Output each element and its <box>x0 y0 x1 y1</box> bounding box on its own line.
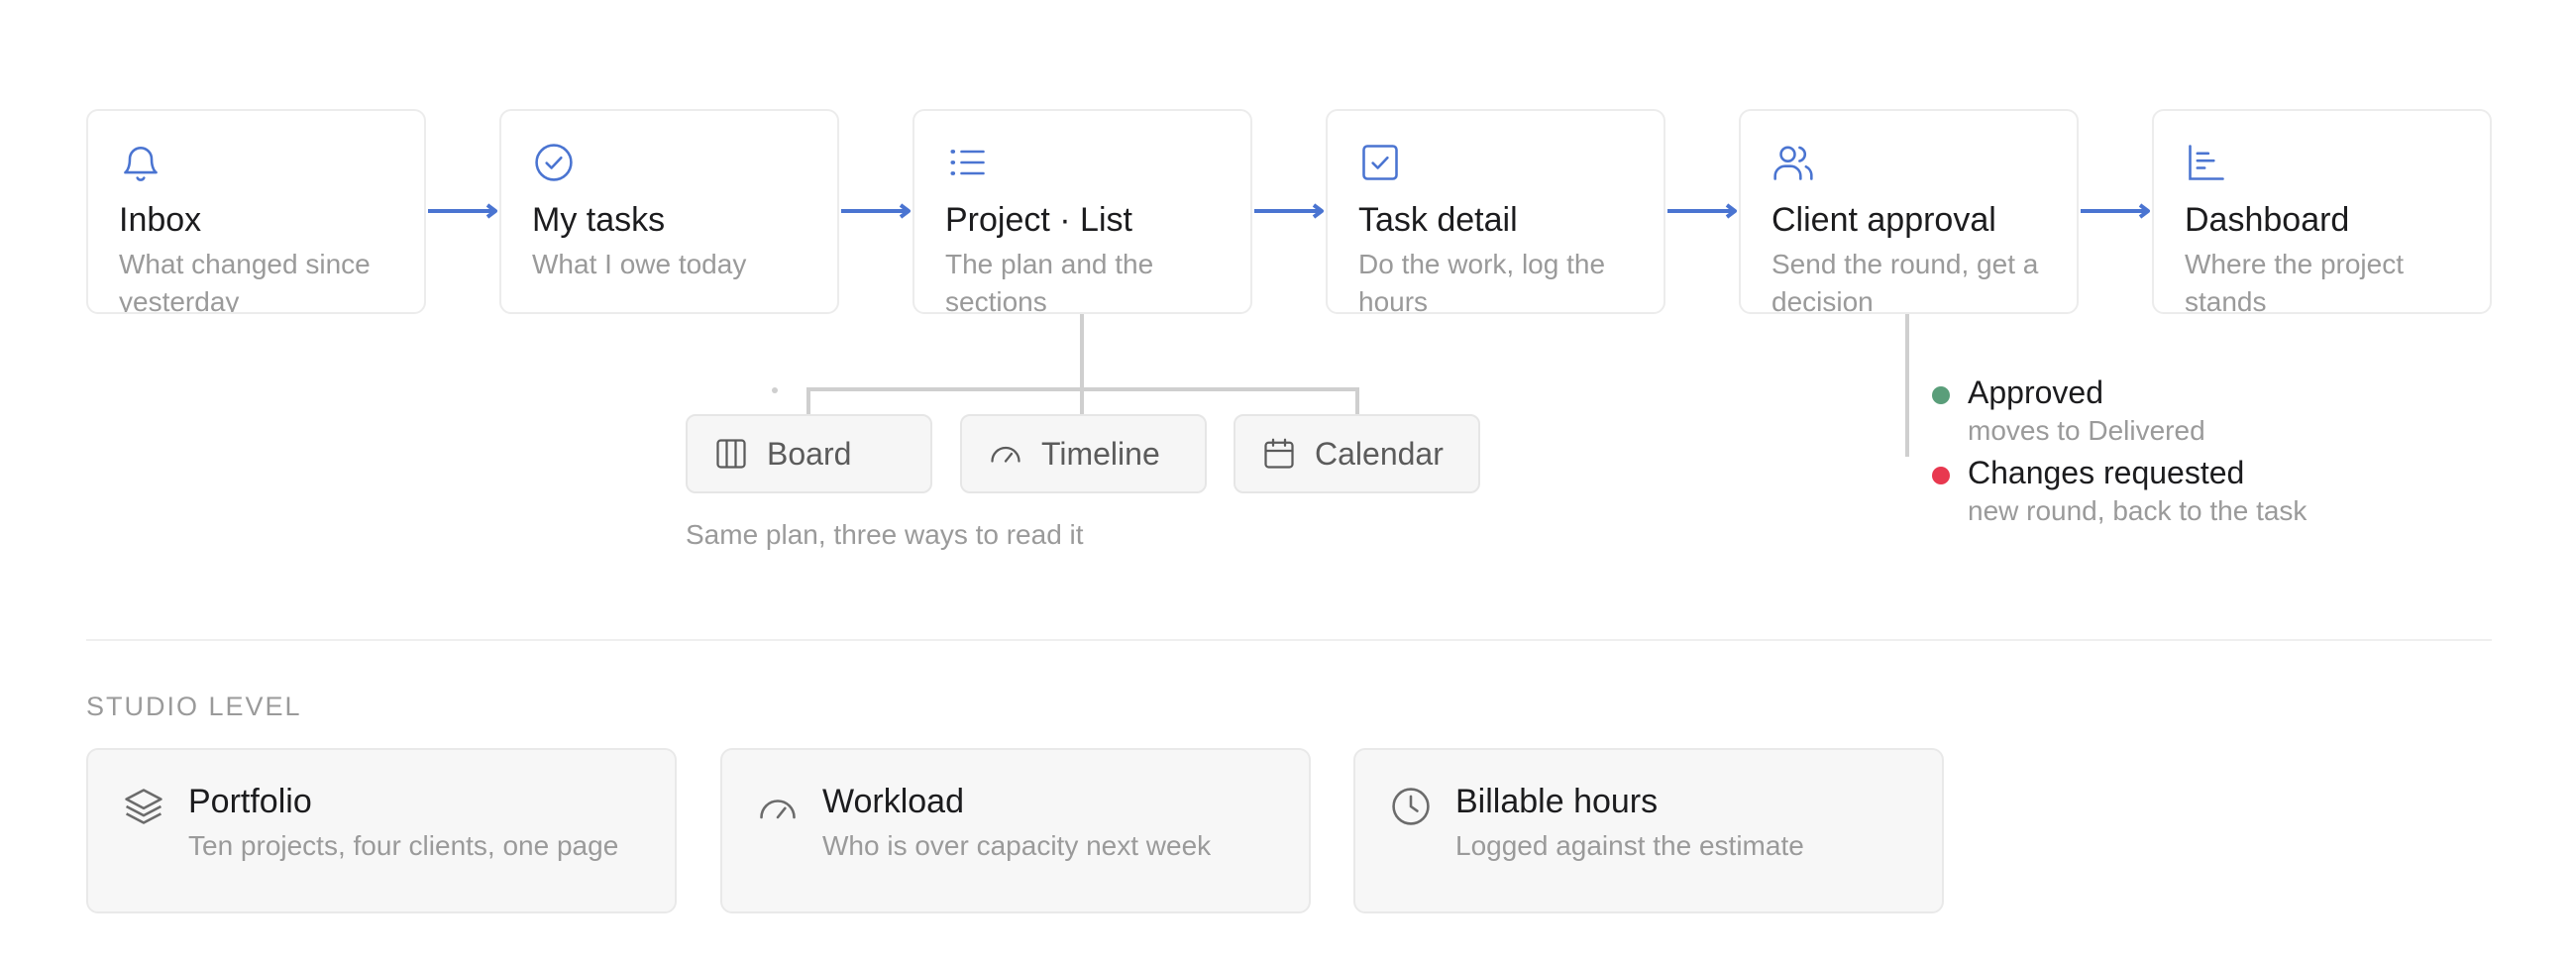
views-caption: Same plan, three ways to read it <box>686 519 1084 550</box>
flow-node-title: Dashboard <box>2185 201 2350 239</box>
view-label: Board <box>767 435 852 472</box>
users-icon <box>1771 141 1815 184</box>
calendar-icon <box>1261 436 1297 472</box>
flow-node-subtitle: Where the project stands <box>2185 249 2404 314</box>
view-calendar[interactable]: Calendar <box>1234 414 1480 493</box>
flow-node-title: Inbox <box>119 201 202 239</box>
view-timeline[interactable]: Timeline <box>960 414 1207 493</box>
card-subtitle: Who is over capacity next week <box>822 830 1212 861</box>
flow-node-inbox[interactable]: Inbox What changed since yesterday <box>86 109 426 314</box>
status-dot <box>1932 467 1950 484</box>
card-billable-hours[interactable]: Billable hours Logged against the estima… <box>1353 748 1944 913</box>
arrow-icon <box>841 203 912 219</box>
check-circle-icon <box>532 141 576 184</box>
flow-node-title: Project · List <box>945 201 1132 239</box>
section-divider <box>86 639 2492 641</box>
flow-node-client-approval[interactable]: Client approval Send the round, get a de… <box>1739 109 2079 314</box>
clock-icon <box>1389 785 1433 828</box>
card-portfolio[interactable]: Portfolio Ten projects, four clients, on… <box>86 748 677 913</box>
card-workload[interactable]: Workload Who is over capacity next week <box>720 748 1311 913</box>
bar-chart-icon <box>2185 141 2228 184</box>
card-title: Portfolio <box>188 783 312 820</box>
list-icon <box>945 141 989 184</box>
flow-node-subtitle: What changed since yesterday <box>119 249 371 314</box>
card-subtitle: Logged against the estimate <box>1455 830 1804 861</box>
flow-node-dashboard[interactable]: Dashboard Where the project stands <box>2152 109 2492 314</box>
outcome-label: Changes requested <box>1968 455 2245 490</box>
arrow-icon <box>2081 203 2152 219</box>
outcome-detail: new round, back to the task <box>1968 495 2308 526</box>
flow-node-title: Task detail <box>1358 201 1518 239</box>
flow-node-title: Client approval <box>1771 201 1996 239</box>
status-dot <box>1932 386 1950 404</box>
flow-node-subtitle: Do the work, log the hours <box>1358 249 1606 314</box>
arrow-icon <box>428 203 499 219</box>
arrow-icon <box>1667 203 1739 219</box>
section-label: STUDIO LEVEL <box>86 692 302 721</box>
card-subtitle: Ten projects, four clients, one page <box>188 830 619 861</box>
arrow-icon <box>1254 203 1326 219</box>
flow-node-task-detail[interactable]: Task detail Do the work, log the hours <box>1326 109 1665 314</box>
outcome-detail: moves to Delivered <box>1968 415 2205 446</box>
view-board[interactable]: Board <box>686 414 932 493</box>
view-label: Timeline <box>1041 435 1160 472</box>
gauge-icon <box>756 785 800 828</box>
flow-node-subtitle: What I owe today <box>532 249 747 279</box>
flow-node-subtitle: Send the round, get a decision <box>1771 249 2039 314</box>
bell-icon <box>119 141 162 184</box>
columns-icon <box>713 436 749 472</box>
flow-node-my-tasks[interactable]: My tasks What I owe today <box>499 109 839 314</box>
gauge-icon <box>988 436 1023 472</box>
flow-node-subtitle: The plan and the sections <box>945 249 1154 314</box>
flow-node-project-list[interactable]: Project · List The plan and the sections <box>912 109 1252 314</box>
view-label: Calendar <box>1315 435 1444 472</box>
checkbox-icon <box>1358 141 1402 184</box>
layers-icon <box>122 785 165 828</box>
flow-node-title: My tasks <box>532 201 666 239</box>
outcome-label: Approved <box>1968 374 2103 410</box>
card-title: Billable hours <box>1455 783 1659 820</box>
card-title: Workload <box>822 783 964 820</box>
